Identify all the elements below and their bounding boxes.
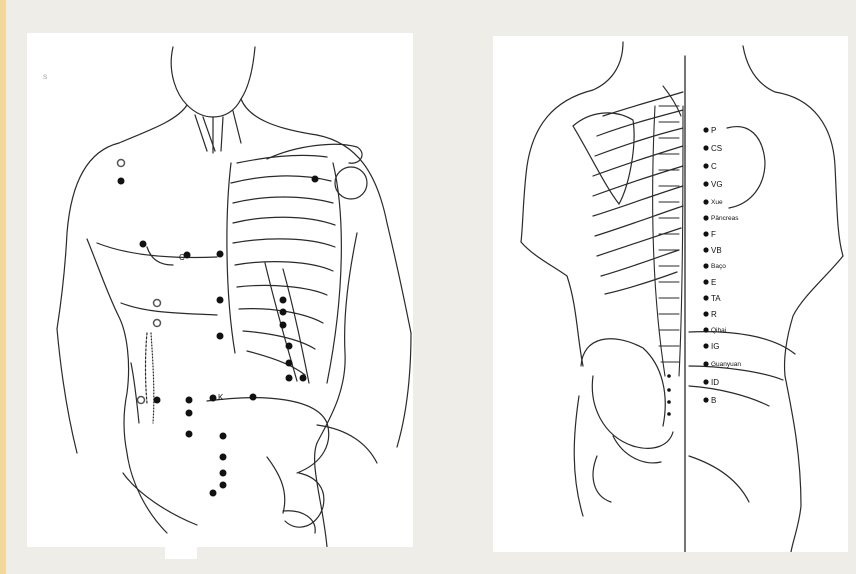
front-point: [220, 454, 227, 461]
front-point: [217, 297, 224, 304]
back-point-label: VG: [711, 180, 723, 189]
front-point: [138, 397, 145, 404]
front-point: [154, 397, 161, 404]
front-label-c: C: [179, 253, 185, 262]
back-point-label: VB: [711, 246, 722, 255]
back-point-label: Baço: [711, 262, 726, 271]
front-point: [154, 300, 161, 307]
back-view-panel: P CS C VG Xue Pâncreas F VB Baço E TA R …: [493, 36, 848, 552]
front-point: [220, 482, 227, 489]
front-point: [118, 178, 125, 185]
back-point-label: TA: [711, 294, 721, 303]
front-point: [186, 410, 193, 417]
front-point: [286, 375, 293, 382]
front-point: [217, 251, 224, 258]
back-point-label: Xue: [711, 198, 723, 207]
front-label-k: K: [218, 393, 223, 402]
back-point-label: B: [711, 396, 716, 405]
front-point: [280, 309, 287, 316]
edge-accent-strip: [0, 0, 6, 574]
front-point: [210, 395, 217, 402]
front-point: [312, 176, 319, 183]
front-point: [154, 320, 161, 327]
panel-gap-notch: [165, 545, 197, 559]
front-label-small: S: [43, 73, 47, 82]
sacral-point: [667, 374, 671, 378]
back-point-label: Guanyuan: [711, 360, 741, 369]
back-point-label: E: [711, 278, 716, 287]
sacral-point: [667, 412, 671, 416]
front-point: [186, 431, 193, 438]
back-body-illustration: [493, 36, 848, 552]
sacral-point: [667, 400, 671, 404]
back-point-label: P: [711, 126, 716, 135]
back-point-label: CS: [711, 144, 722, 153]
front-point: [220, 433, 227, 440]
back-point-label: Pâncreas: [711, 214, 738, 223]
front-body-illustration: [27, 33, 413, 547]
front-point: [250, 394, 257, 401]
front-point: [220, 470, 227, 477]
front-point: [300, 375, 307, 382]
back-acupoints: [703, 127, 708, 402]
front-acupoints: [118, 160, 319, 497]
back-point-label: IG: [711, 342, 719, 351]
front-point: [286, 360, 293, 367]
front-point: [210, 490, 217, 497]
back-point-label: F: [711, 230, 716, 239]
front-point: [217, 333, 224, 340]
front-view-panel: C K S: [27, 33, 413, 547]
front-point: [286, 343, 293, 350]
front-point: [280, 322, 287, 329]
front-point: [186, 397, 193, 404]
back-point-label: Qihai: [711, 326, 726, 335]
back-point-label: R: [711, 310, 717, 319]
back-point-label: ID: [711, 378, 719, 387]
front-point: [118, 160, 125, 167]
back-point-label: C: [711, 162, 717, 171]
sacral-point: [667, 388, 671, 392]
front-point: [280, 297, 287, 304]
front-point: [140, 241, 147, 248]
